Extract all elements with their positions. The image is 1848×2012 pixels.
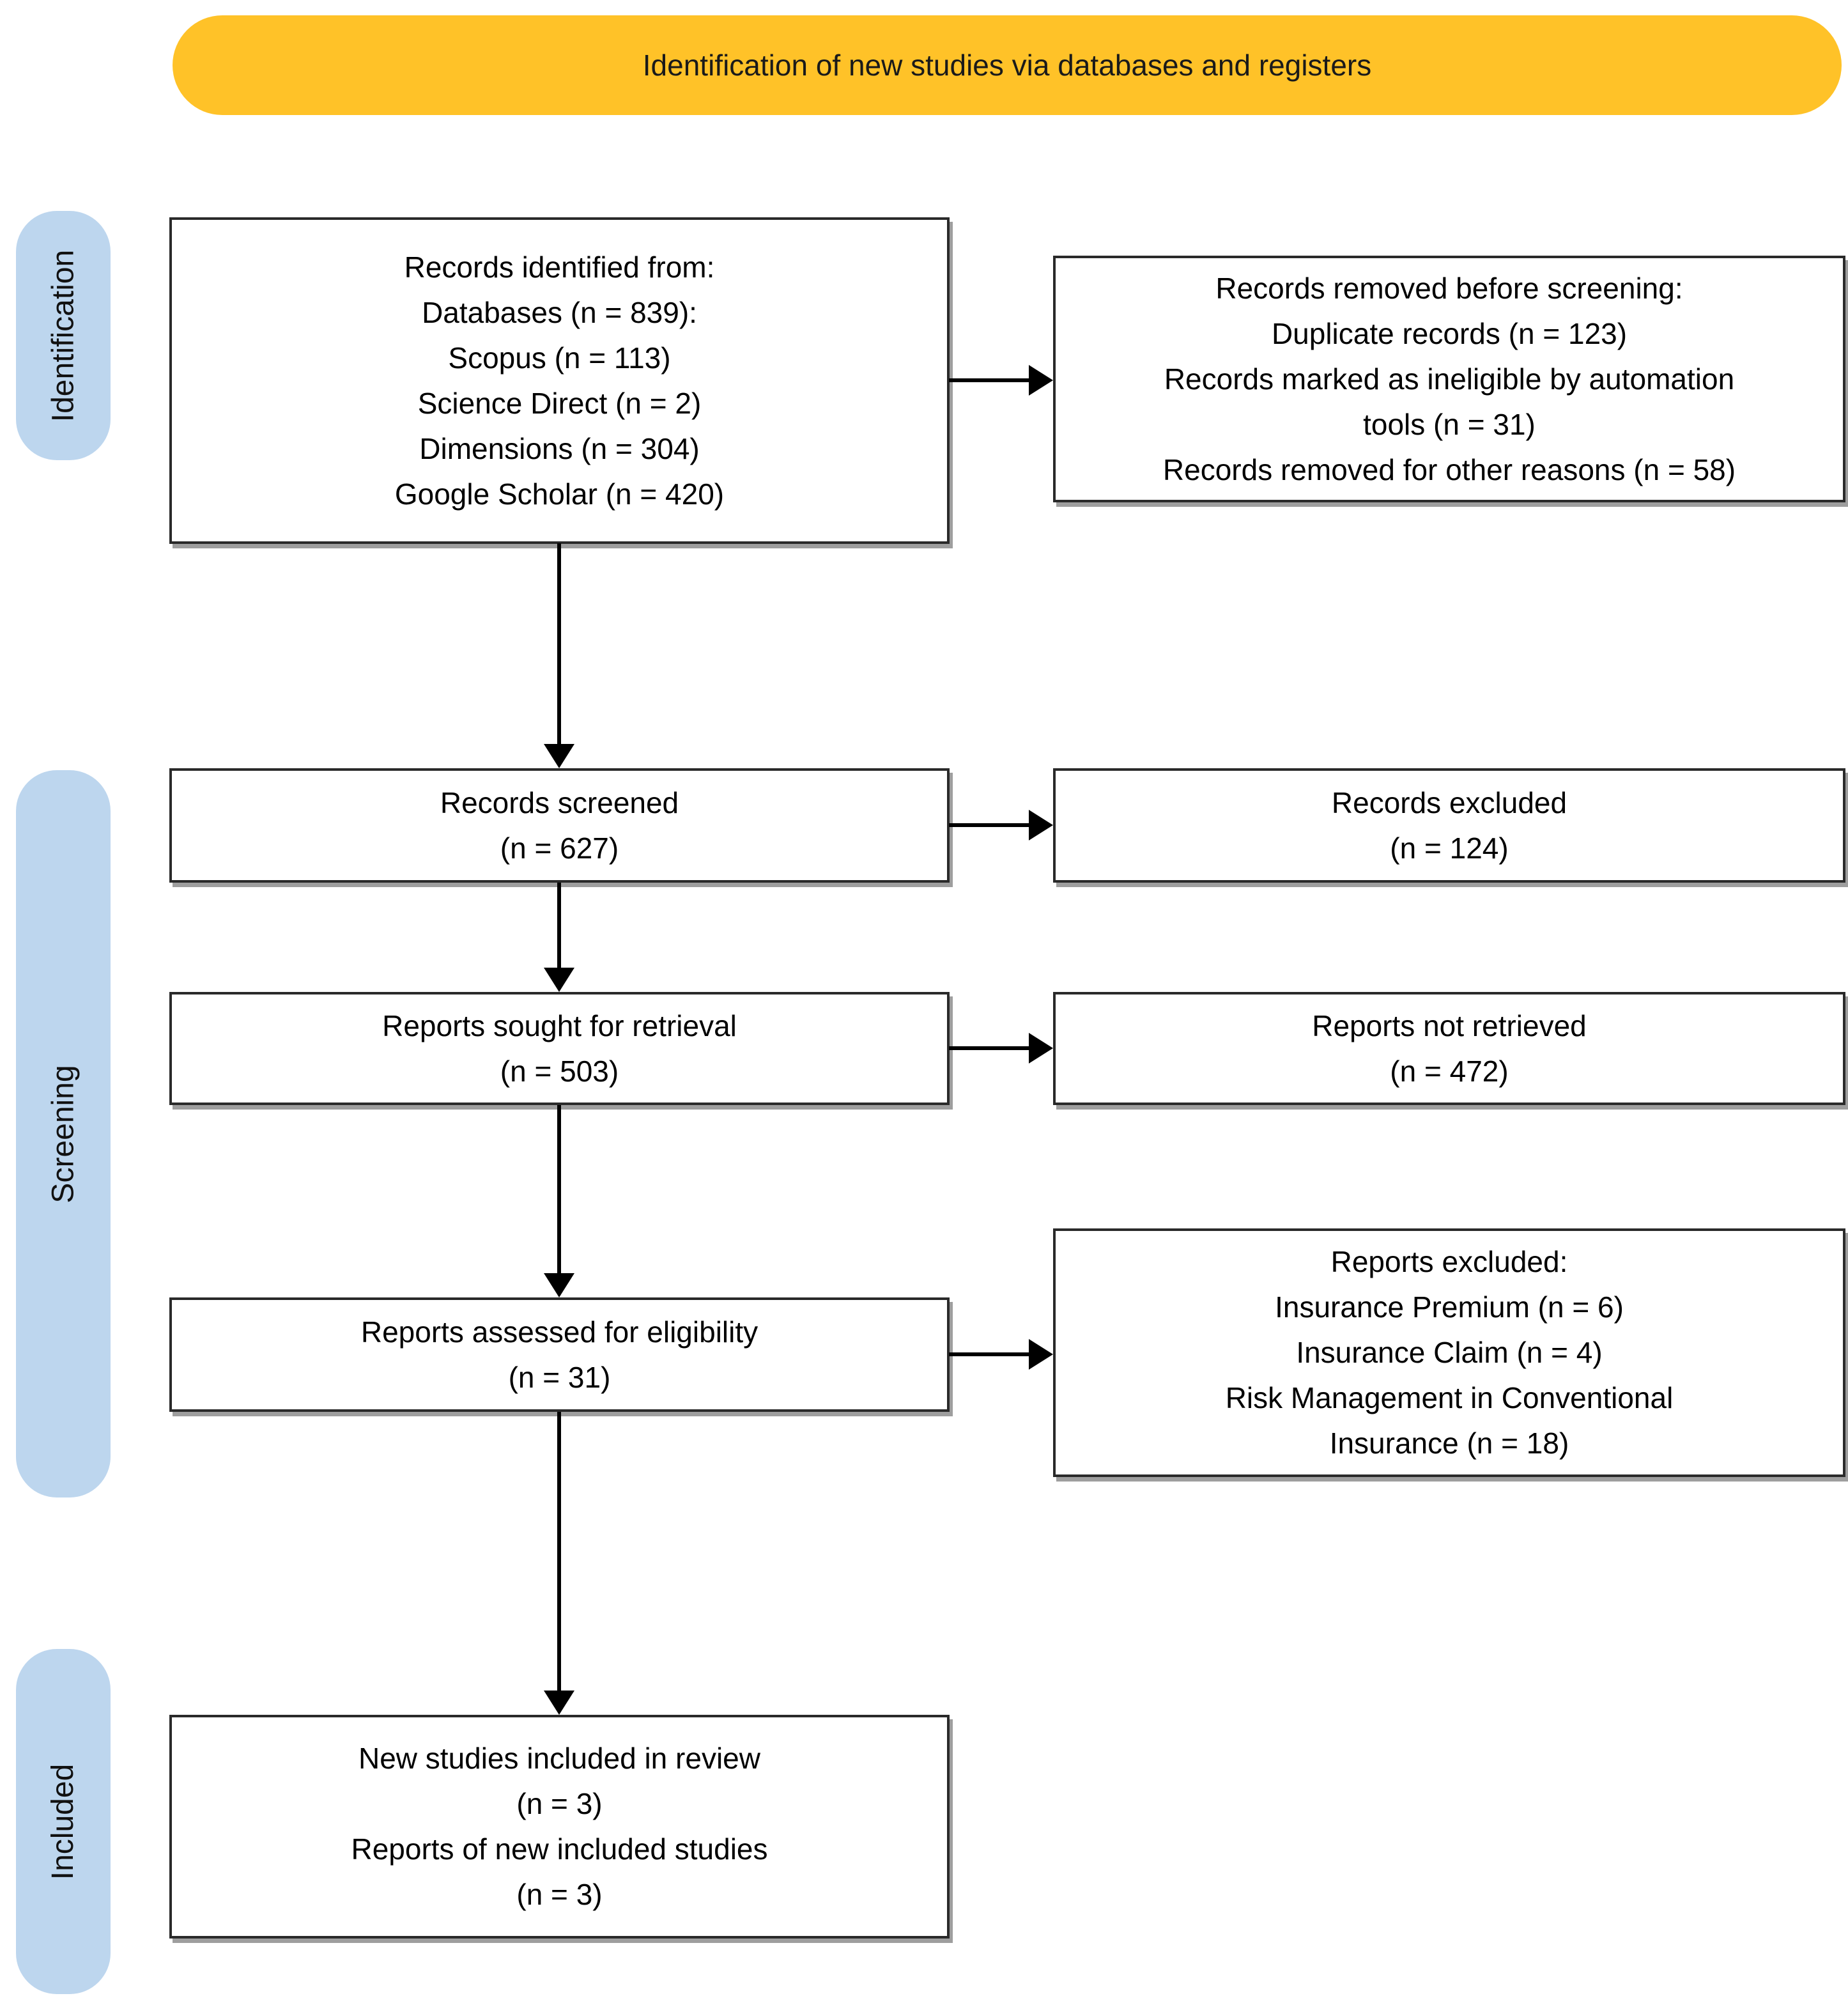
text-line: Reports of new included studies [351, 1832, 768, 1866]
arrow-down-head [544, 744, 574, 768]
box-records-identified: Records identified from: Databases (n = 8… [169, 217, 950, 544]
text-line: (n = 3) [516, 1878, 603, 1911]
text-line: Records identified from: [404, 250, 715, 284]
arrow-line [949, 823, 1029, 827]
box-records-screened: Records screened (n = 627) [169, 768, 950, 883]
box-records-removed-before-screening: Records removed before screening: Duplica… [1053, 256, 1845, 502]
box-reports-excluded: Reports excluded: Insurance Premium (n = … [1053, 1228, 1845, 1477]
banner-identification-of-new-studies: Identification of new studies via databa… [173, 15, 1842, 115]
stage-pill-screening: Screening [16, 770, 111, 1497]
box-reports-sought-for-retrieval: Reports sought for retrieval (n = 503) [169, 992, 950, 1105]
text-line: Records screened [440, 785, 679, 819]
stage-label-screening: Screening [46, 1064, 81, 1203]
arrow-line [557, 1105, 561, 1273]
stage-label-identification: Identification [46, 249, 81, 422]
text-line: Duplicate records (n = 123) [1271, 316, 1628, 350]
text-line: Records excluded [1331, 785, 1567, 819]
text-line: Dimensions (n = 304) [419, 431, 700, 465]
text-line: Reports assessed for eligibility [360, 1315, 758, 1349]
stage-label-included: Included [46, 1763, 81, 1880]
arrow-right-head [1029, 1033, 1053, 1064]
text-line: Insurance (n = 18) [1329, 1427, 1569, 1460]
text-line: Reports excluded: [1330, 1245, 1568, 1278]
text-line: (n = 472) [1390, 1054, 1509, 1088]
text-line: Google Scholar (n = 420) [394, 477, 725, 511]
text-line: Insurance Premium (n = 6) [1275, 1290, 1624, 1324]
box-new-studies-included-in-review: New studies included in review (n = 3) Rep… [169, 1715, 950, 1938]
text-line: (n = 124) [1390, 831, 1509, 865]
arrow-right-head [1029, 810, 1053, 840]
banner-label: Identification of new studies via databa… [642, 49, 1372, 82]
text-line: (n = 627) [500, 831, 619, 865]
arrow-line [949, 378, 1029, 382]
box-reports-assessed-for-eligibility: Reports assessed for eligibility (n = 31) [169, 1297, 950, 1412]
text-line: Records removed before screening: [1215, 271, 1683, 305]
text-line: (n = 503) [500, 1054, 619, 1088]
arrow-down-head [544, 968, 574, 992]
stage-pill-included: Included [16, 1649, 111, 1994]
text-line: Reports sought for retrieval [382, 1009, 737, 1042]
text-line: Records removed for other reasons (n = 5… [1162, 453, 1736, 486]
arrow-right-head [1029, 1339, 1053, 1370]
text-line: (n = 31) [508, 1360, 611, 1394]
arrow-line [557, 543, 561, 744]
arrow-line [949, 1046, 1029, 1050]
text-line: Reports not retrieved [1312, 1009, 1587, 1042]
arrow-down-head [544, 1273, 574, 1297]
box-records-excluded: Records excluded (n = 124) [1053, 768, 1845, 883]
text-line: tools (n = 31) [1363, 407, 1536, 441]
text-line: (n = 3) [516, 1787, 603, 1820]
text-line: Science Direct (n = 2) [417, 386, 702, 420]
stage-pill-identification: Identification [16, 211, 111, 460]
text-line: Records marked as ineligible by automati… [1164, 362, 1735, 396]
text-line: Databases (n = 839): [422, 295, 697, 329]
arrow-line [949, 1352, 1029, 1356]
text-line: Scopus (n = 113) [448, 341, 671, 375]
text-line: Risk Management in Conventional [1225, 1381, 1674, 1414]
arrow-line [557, 1412, 561, 1691]
text-line: Insurance Claim (n = 4) [1296, 1336, 1603, 1369]
arrow-line [557, 883, 561, 968]
arrow-down-head [544, 1691, 574, 1715]
box-reports-not-retrieved: Reports not retrieved (n = 472) [1053, 992, 1845, 1105]
arrow-right-head [1029, 365, 1053, 396]
text-line: New studies included in review [358, 1742, 760, 1775]
